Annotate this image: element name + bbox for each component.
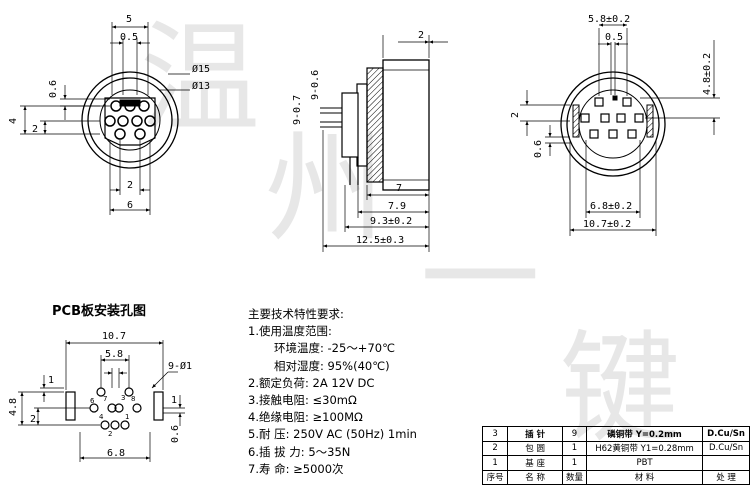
dim-label: Ø13 xyxy=(192,80,210,92)
dim-label: 2 xyxy=(32,124,38,135)
bom-cell: 1 xyxy=(562,455,587,471)
bom-cell: 2 xyxy=(481,440,509,456)
side-view xyxy=(320,35,448,252)
bom-header-cell: 材 料 xyxy=(585,469,704,485)
pcb-title: PCB板安装孔图 xyxy=(52,304,146,319)
dim-label: 9-0.6 xyxy=(310,70,321,100)
table-row: 3 插 针 9 磷铜带 Y=0.2mm D.Cu/Sn xyxy=(481,426,750,442)
rear-view-dims: 5.8±0.2 0.5 4.8±0.2 2 0.6 6.8±0.2 10.7±0… xyxy=(510,14,713,230)
watermark-char: 一 xyxy=(420,210,540,349)
dim-label: 0.6 xyxy=(533,140,544,158)
dim-label: 1 xyxy=(171,395,177,406)
dim-label: 1 xyxy=(48,375,54,386)
dim-label: 7.9 xyxy=(388,201,406,212)
dim-label: 2 xyxy=(127,180,133,191)
pcb-pin-numbers: 6 7 3 8 4 1 2 xyxy=(90,394,135,438)
spec-item: 4.绝缘电阻: ≥100MΩ xyxy=(248,410,363,425)
bom-cell: H62黄铜带 Y1=0.28mm xyxy=(585,440,704,456)
table-row: 2 包 圆 1 H62黄铜带 Y1=0.28mm D.Cu/Sn xyxy=(481,440,750,456)
rear-view xyxy=(520,23,720,236)
dim-label: 0.6 xyxy=(170,425,181,443)
dim-label: 5 xyxy=(126,14,132,25)
bom-header-cell: 序号 xyxy=(481,469,509,485)
bom-header-cell: 数量 xyxy=(562,469,587,485)
bom-header-cell: 名 称 xyxy=(507,469,564,485)
bom-cell: 磷铜带 Y=0.2mm xyxy=(585,426,704,442)
spec-item: 环境温度: -25～+70℃ xyxy=(274,341,395,356)
pin-number: 1 xyxy=(125,413,129,421)
spec-item: 相对湿度: 95%(40℃) xyxy=(274,358,390,373)
dim-label: 10.7 xyxy=(102,331,126,342)
dim-label: 0.6 xyxy=(48,80,59,98)
pin-number: 6 xyxy=(90,397,95,405)
spec-item: 2.额定负荷: 2A 12V DC xyxy=(248,375,375,390)
dim-label: 7 xyxy=(396,183,402,194)
dim-label: 2 xyxy=(510,112,521,118)
bom-cell: 插 针 xyxy=(507,426,564,442)
table-row: 1 基 座 1 PBT xyxy=(481,455,750,471)
bom-cell: D.Cu/Sn xyxy=(702,426,750,442)
bom-cell: PBT xyxy=(585,455,704,471)
dim-label: 6.8 xyxy=(107,448,125,459)
dim-label: 10.7±0.2 xyxy=(583,219,631,230)
pin-number: 7 xyxy=(103,395,107,403)
dim-label: 6.8±0.2 xyxy=(590,201,632,212)
dim-label: 4.8 xyxy=(8,398,19,416)
spec-item: 7.寿 命: ≥5000次 xyxy=(248,461,344,476)
pcb-hole xyxy=(89,387,142,430)
side-view-dims: 2 9-0.7 9-0.6 7 7.9 9.3±0.2 12.5±0.3 xyxy=(292,30,424,246)
front-pin xyxy=(104,100,156,140)
bom-table: 3 插 针 9 磷铜带 Y=0.2mm D.Cu/Sn 2 包 圆 1 H62黄… xyxy=(481,426,750,485)
spec-item: 1.使用温度范围: xyxy=(248,324,332,339)
front-view-dims: 5 0.5 Ø15 Ø13 0.6 4 2 2 6 xyxy=(8,14,210,211)
watermark-char: 温 xyxy=(140,10,260,149)
pin-number: 3 xyxy=(121,394,125,402)
spec-item: 6.插 拔 力: 5～35N xyxy=(248,444,351,459)
spec-list: 主要技术特性要求: 1.使用温度范围: 环境温度: -25～+70℃ 相对湿度:… xyxy=(248,306,417,478)
dim-label: 4.8±0.2 xyxy=(702,53,713,95)
dim-label: 4 xyxy=(8,118,19,124)
bom-header-cell: 处 理 xyxy=(702,469,750,485)
dim-label: 9.3±0.2 xyxy=(370,216,412,227)
bom-cell: 3 xyxy=(481,426,509,442)
dim-label: 2 xyxy=(418,30,424,41)
dim-label: 5.8 xyxy=(105,349,123,360)
bom-cell: D.Cu/Sn xyxy=(702,440,750,456)
dim-label: 0.5 xyxy=(120,32,138,43)
dim-label: 12.5±0.3 xyxy=(356,235,404,246)
pin-number: 8 xyxy=(131,395,135,403)
dim-label: Ø15 xyxy=(192,63,210,75)
spec-item: 3.接触电阻: ≤30mΩ xyxy=(248,392,357,407)
spec-item: 5.耐 压: 250V AC (50Hz) 1min xyxy=(248,427,417,442)
pcb-dims: 10.7 5.8 9-Ø1 1 4.8 2 1 0.6 6.8 xyxy=(8,331,192,459)
dim-label: 0.5 xyxy=(605,32,623,43)
spec-title: 主要技术特性要求: xyxy=(248,307,344,321)
pcb-layout xyxy=(18,340,185,462)
rear-pin xyxy=(580,97,644,139)
bom-cell: 基 座 xyxy=(507,455,564,471)
bom-cell: 9 xyxy=(562,426,587,442)
bom-cell xyxy=(702,455,750,471)
bom-cell: 1 xyxy=(481,455,509,471)
table-header-row: 序号 名 称 数量 材 料 处 理 xyxy=(481,469,750,485)
front-view xyxy=(20,22,190,215)
dim-label: 5.8±0.2 xyxy=(588,14,630,25)
pin-number: 2 xyxy=(108,430,112,438)
bom-cell: 1 xyxy=(562,440,587,456)
dim-label: 9-0.7 xyxy=(292,95,303,125)
dim-label: 2 xyxy=(30,414,36,425)
dim-label: 9-Ø1 xyxy=(168,360,192,372)
dim-label: 6 xyxy=(127,200,133,211)
pin-number: 4 xyxy=(99,413,104,421)
bom-cell: 包 圆 xyxy=(507,440,564,456)
